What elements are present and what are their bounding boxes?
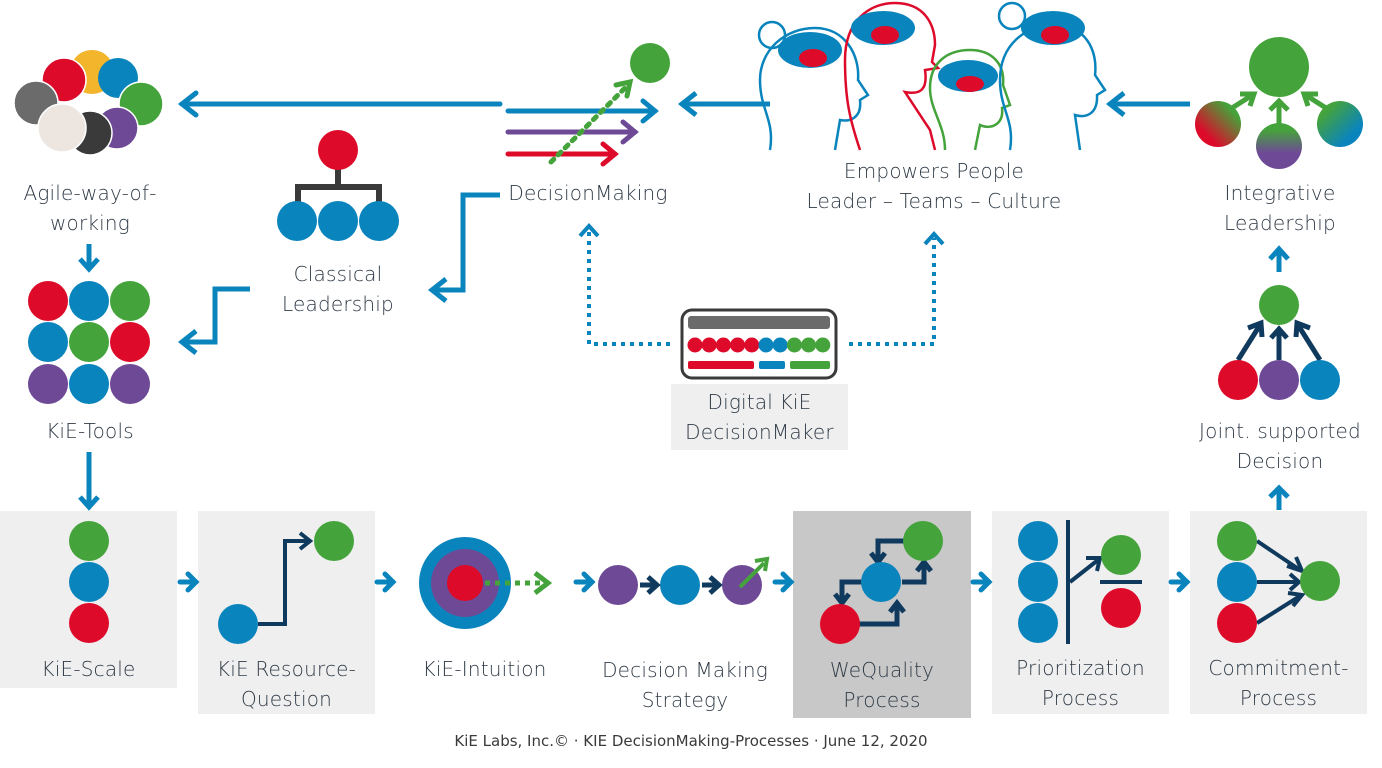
empowers-label-line1: Empowers People <box>843 159 1025 183</box>
empowers-label-line2: Leader – Teams – Culture <box>806 189 1062 213</box>
classical-label-line1: Classical <box>293 262 383 286</box>
process-chevrons <box>177 571 1191 593</box>
process-label-kie-scale: KiE-Scale <box>0 654 177 684</box>
chevron-right-icon <box>1168 571 1191 593</box>
classical-leadership-label: Classical Leadership <box>248 259 428 319</box>
decision-making-label: DecisionMaking <box>508 181 668 205</box>
commitment-process-icon <box>1217 521 1340 643</box>
chevron-right-icon <box>374 571 397 593</box>
digital-label-line2: DecisionMaker <box>685 420 834 444</box>
agile-label-line2: working <box>49 211 131 235</box>
decision-dot <box>744 337 760 353</box>
decision-dot <box>715 337 731 353</box>
wequality-process-icon <box>820 521 943 644</box>
process-label-kie-intuition: KiE-Intuition <box>396 654 573 684</box>
process-label-line2: Process <box>1041 686 1120 710</box>
kie-resource-question-icon <box>218 521 354 644</box>
process-label-line1: KiE Resource- <box>216 657 357 681</box>
chevron-right-icon <box>970 571 993 593</box>
digital-label-line1: Digital KiE <box>707 390 812 414</box>
classical-label-line2: Leadership <box>282 292 394 316</box>
decision-dot <box>786 337 802 353</box>
kie-tools-label: KiE-Tools <box>46 419 134 443</box>
decision-dot <box>801 337 817 353</box>
arrow-to-classical <box>427 192 500 303</box>
dotted-arrow-to-empowers <box>849 231 945 346</box>
process-label-prioritization: Prioritization Process <box>992 653 1169 713</box>
process-label-line1: Prioritization <box>1016 656 1145 680</box>
kie-intuition-icon <box>419 537 553 629</box>
process-label-line1: WeQuality <box>829 658 935 682</box>
process-label-line2: Question <box>240 687 333 711</box>
kie-tools-grid-icon <box>28 281 150 404</box>
integrative-leadership-label: Integrative Leadership <box>1190 178 1370 238</box>
decision-dot <box>772 337 788 353</box>
process-label-line2: Process <box>843 688 921 712</box>
arrow-to-empowers <box>1105 91 1190 117</box>
process-label-line1: KiE-Intuition <box>422 657 547 681</box>
brain-clouds-icon <box>778 11 1085 92</box>
arrow-kie-tools-to-scale <box>78 452 100 511</box>
process-label-line1: Decision Making <box>602 658 768 682</box>
arrow-to-agile <box>177 90 503 118</box>
process-label-line2: Process <box>1239 686 1318 710</box>
joint-decision-label: Joint. supported Decision <box>1180 416 1380 476</box>
decision-dot <box>815 337 831 353</box>
decision-dot <box>730 337 746 353</box>
arrow-joint-to-integrative <box>1268 245 1290 272</box>
prioritization-process-icon <box>1018 520 1142 644</box>
decision-making-icon <box>505 43 670 167</box>
process-label-line1: KiE-Scale <box>41 657 136 681</box>
agile-label-line1: Agile-way-of- <box>23 181 157 205</box>
kie-scale-icon <box>69 521 109 643</box>
empowers-people-label: Empowers People Leader – Teams – Culture <box>784 156 1084 216</box>
arrow-to-kie-tools-from-classical <box>177 286 250 355</box>
process-label-decision-making-strategy: Decision Making Strategy <box>585 655 785 715</box>
arrow-agile-to-kie-tools <box>78 244 100 273</box>
decision-dot <box>687 337 703 353</box>
integrative-leadership-icon <box>1195 37 1363 169</box>
joint-decision-icon <box>1218 285 1340 400</box>
footer-credit: KiE Labs, Inc.© · KIE DecisionMaking-Pro… <box>454 732 928 750</box>
process-label-kie-resource-question: KiE Resource- Question <box>198 654 375 714</box>
joint-label-line1: Joint. supported <box>1199 419 1361 443</box>
process-label-wequality: WeQuality Process <box>793 655 971 715</box>
decision-dot <box>701 337 717 353</box>
arrow-to-decision-making <box>677 91 770 117</box>
people-heads-icon <box>757 1 1107 151</box>
decision-dot <box>758 337 774 353</box>
agile-cluster-icon <box>13 50 164 156</box>
arrow-commitment-to-joint <box>1268 484 1290 510</box>
digital-decisionmaker-label-box <box>671 384 848 450</box>
process-label-line2: Strategy <box>641 688 729 712</box>
integrative-label-line2: Leadership <box>1224 211 1336 235</box>
integrative-label-line1: Integrative <box>1224 181 1336 205</box>
joint-label-line2: Decision <box>1236 449 1324 473</box>
chevron-right-icon <box>177 571 200 593</box>
process-label-commitment: Commitment- Process <box>1190 653 1367 713</box>
chevron-right-icon <box>772 571 795 593</box>
classical-leadership-icon <box>277 130 399 241</box>
chevron-right-icon <box>573 571 596 593</box>
digital-decisionmaker-label: Digital KiE DecisionMaker <box>671 387 848 447</box>
process-label-line1: Commitment- <box>1208 656 1349 680</box>
dotted-arrow-to-decision-making <box>578 223 670 346</box>
agile-label: Agile-way-of- working <box>0 178 180 238</box>
decision-making-strategy-icon <box>598 556 770 605</box>
digital-decisionmaker-icon <box>680 308 838 380</box>
